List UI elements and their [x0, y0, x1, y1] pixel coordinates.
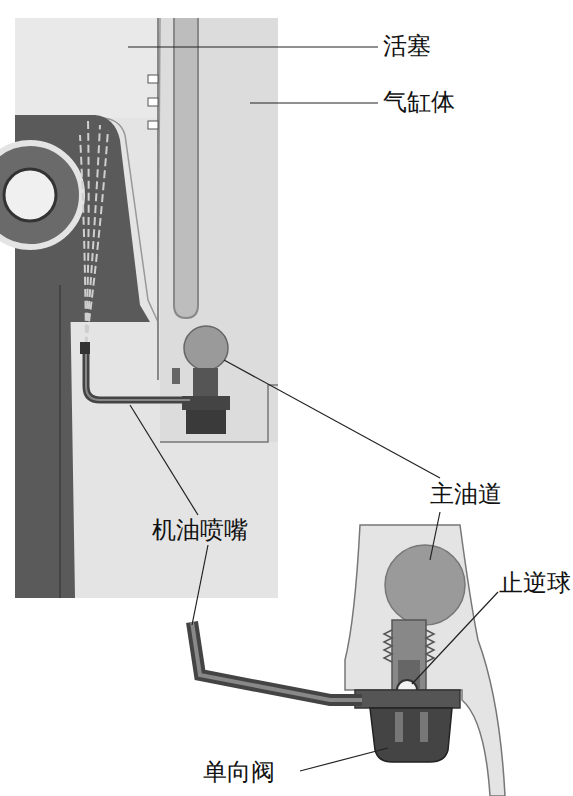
cylinder-block [160, 18, 278, 442]
wrist-pin [0, 143, 82, 247]
section-background [15, 18, 278, 598]
oil-spray [80, 120, 108, 345]
main-oil-gallery [184, 326, 228, 370]
block-detail [345, 525, 505, 796]
part-label: 机油喷嘴 [152, 518, 248, 542]
piston [15, 18, 160, 118]
check-valve-detail [355, 690, 460, 708]
main-oil-gallery-detail [385, 545, 465, 625]
part-label: 止逆球 [499, 571, 571, 595]
oil-nozzle [86, 345, 190, 400]
leader-lines [128, 47, 498, 771]
part-label: 主油道 [430, 482, 502, 506]
check-valve [193, 368, 218, 396]
part-label: 活塞 [383, 34, 431, 58]
oil-nozzle-detail [192, 622, 362, 700]
part-label: 单向阀 [203, 760, 275, 784]
water-jacket [174, 18, 198, 318]
part-label: 气缸体 [383, 90, 455, 114]
